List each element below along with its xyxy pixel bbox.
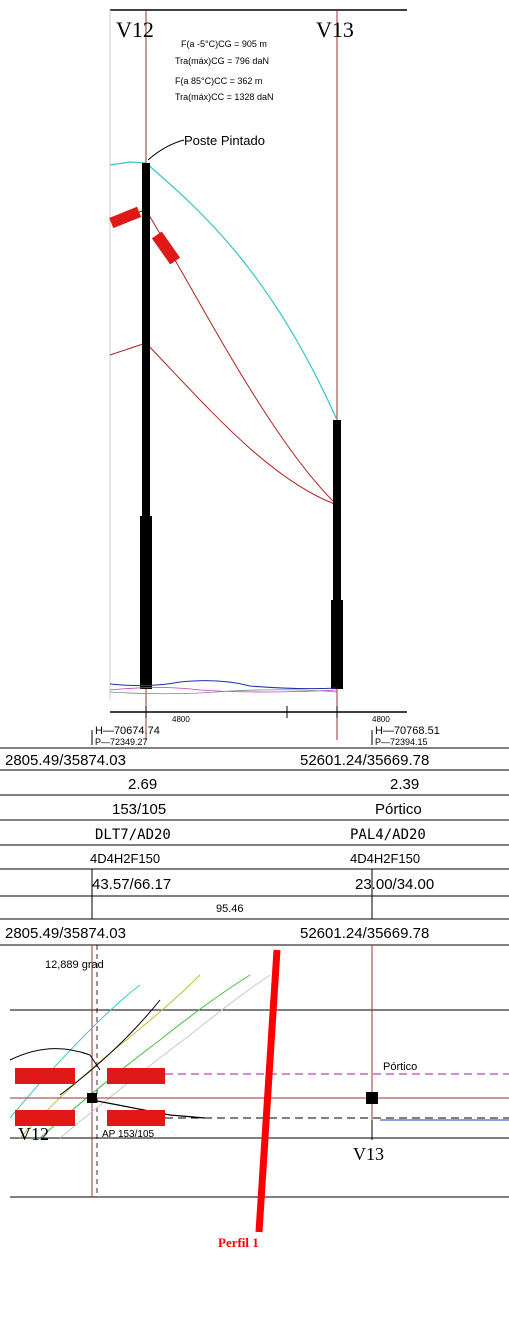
sag-note-2: Tra(máx)CG = 796 daN bbox=[175, 56, 269, 66]
sag-note-3: F(a 85°C)CC = 362 m bbox=[175, 76, 262, 86]
plan-label-v12: V12 bbox=[18, 1124, 49, 1144]
diag-yellow bbox=[19, 974, 201, 1139]
callout-leader bbox=[147, 139, 185, 161]
station-label-2: 4800 bbox=[372, 715, 390, 724]
row1-right: 52601.24/35669.78 bbox=[300, 752, 429, 769]
ground-h-left: H—70674.74 bbox=[95, 725, 160, 737]
row1-left: 2805.49/35874.03 bbox=[5, 752, 126, 769]
plan-pole-v12 bbox=[87, 1093, 97, 1103]
row5-right: 4D4H2F150 bbox=[350, 851, 420, 866]
pole-label-v13: V13 bbox=[316, 17, 354, 42]
angle-label: 12,889 grad bbox=[45, 959, 104, 971]
data-table: 2805.49/35874.03 52601.24/35669.78 2.69 … bbox=[0, 747, 509, 946]
diag-green bbox=[39, 974, 251, 1139]
pole-v13-upper bbox=[333, 420, 341, 602]
ground-line-2 bbox=[109, 687, 338, 693]
plan-label-v13: V13 bbox=[353, 1144, 384, 1164]
sag-note-1: F(a -5°C)CG = 905 m bbox=[181, 39, 267, 49]
diag-black-1 bbox=[9, 1048, 101, 1071]
insulator-left bbox=[109, 206, 142, 229]
coord-left: 2805.49/35874.03 bbox=[5, 925, 126, 942]
row2-right: 2.39 bbox=[390, 776, 419, 793]
perfil-marker-line bbox=[255, 949, 281, 1233]
diag-cyan bbox=[9, 984, 141, 1119]
diag-gray bbox=[59, 974, 271, 1139]
row3-left: 153/105 bbox=[112, 801, 166, 818]
crossarm-top-right bbox=[107, 1068, 165, 1084]
station-label-1: 4800 bbox=[172, 715, 190, 724]
ap-label: AP 153/105 bbox=[102, 1129, 155, 1140]
profile-view: V12 V13 F(a -5°C)CG = 905 m Tra(máx)CG =… bbox=[91, 9, 440, 747]
row2-left: 2.69 bbox=[128, 776, 157, 793]
pole-v12-lower bbox=[140, 516, 152, 689]
span-length: 95.46 bbox=[216, 903, 244, 915]
row5-left: 4D4H2F150 bbox=[90, 851, 160, 866]
callout-poste-pintado: Poste Pintado bbox=[184, 133, 265, 148]
plan-pole-v13 bbox=[366, 1092, 378, 1104]
coord-right: 52601.24/35669.78 bbox=[300, 925, 429, 942]
ground-line bbox=[109, 680, 338, 690]
ground-p-left: P—72349.27 bbox=[95, 737, 148, 747]
pole-label-v12: V12 bbox=[116, 17, 154, 42]
conductor-red-lower bbox=[109, 342, 338, 506]
diag-black-2 bbox=[59, 999, 161, 1096]
crossarm-bottom-left bbox=[15, 1110, 75, 1126]
plan-view: 12,889 grad Pórtico bbox=[9, 945, 509, 1198]
perfil-annotation: Perfil 1 bbox=[218, 949, 281, 1250]
conductor-cyan bbox=[109, 161, 338, 421]
crossarm-top-left bbox=[15, 1068, 75, 1084]
row4-left: DLT7/AD20 bbox=[95, 827, 171, 843]
row4-right: PAL4/AD20 bbox=[350, 827, 426, 843]
sag-note-4: Tra(máx)CC = 1328 daN bbox=[175, 92, 273, 102]
pole-v12-upper bbox=[142, 163, 150, 518]
row6-right: 23.00/34.00 bbox=[355, 876, 434, 893]
ground-h-right: H—70768.51 bbox=[375, 725, 440, 737]
row6-left: 43.57/66.17 bbox=[92, 876, 171, 893]
row3-right: Pórtico bbox=[375, 801, 422, 818]
portico-label: Pórtico bbox=[383, 1061, 417, 1073]
perfil-label: Perfil 1 bbox=[218, 1235, 259, 1250]
ground-p-right: P—72394.15 bbox=[375, 737, 428, 747]
ground-line-3 bbox=[109, 689, 338, 695]
crossarm-bottom-right bbox=[107, 1110, 165, 1126]
plan-lead-in bbox=[91, 1099, 206, 1119]
insulator-right bbox=[151, 231, 181, 265]
pole-v13-lower bbox=[331, 600, 343, 689]
